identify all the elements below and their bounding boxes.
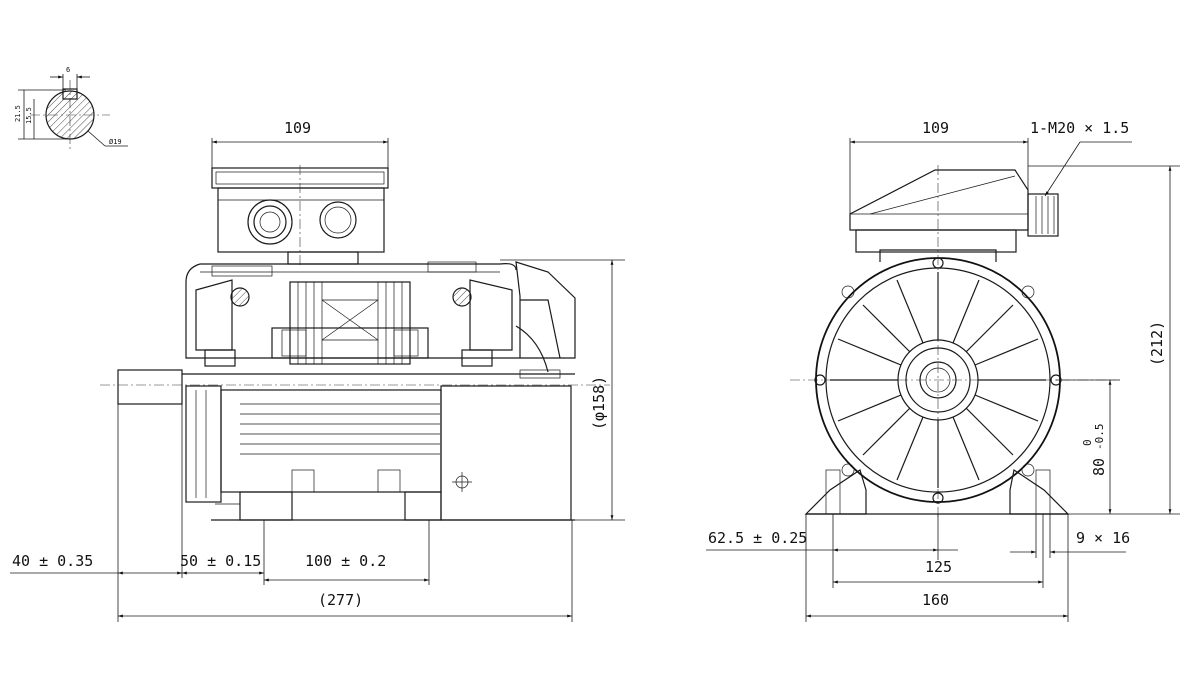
shaft-diameter-label: Ø19 [109, 138, 122, 146]
shaft-extension-label: 40 ± 0.35 [12, 552, 93, 570]
foot-hole-size-label: 9 × 16 [1076, 529, 1130, 547]
shaft-height-main-label: 80 [1090, 458, 1108, 476]
shaft-height-upper-tol-label: 0 [1081, 439, 1094, 446]
half-foot-distance-label: 62.5 ± 0.25 [708, 529, 807, 547]
overall-height-label: (212) [1148, 321, 1166, 366]
shaft-height-lower-tol-label: -0.5 [1093, 424, 1106, 451]
frame-diameter-label: (φ158) [590, 376, 608, 430]
foot-spacing-label: 100 ± 0.2 [305, 552, 386, 570]
foot-hole-spacing-label: 125 [925, 558, 952, 576]
shaft-height-2-label: 15.5 [25, 107, 33, 124]
key-width-label: 6 [66, 66, 70, 74]
overall-length-label: (277) [318, 591, 363, 609]
foot-width-label: 160 [922, 591, 949, 609]
end-view: 109 1-M20 × 1.5 (212) 80 0 -0.5 62.5 ± 0… [706, 119, 1180, 622]
end-box-width-label: 109 [922, 119, 949, 137]
side-view: 109 (φ158) 40 ± 0.35 50 ± 0.15 100 ± 0.2… [10, 119, 625, 622]
shaft-section-detail: 6 21.5 15.5 Ø19 [14, 66, 128, 150]
foot-offset-label: 50 ± 0.15 [180, 552, 261, 570]
shaft-height-1-label: 21.5 [14, 105, 22, 122]
cable-gland-label: 1-M20 × 1.5 [1030, 119, 1129, 137]
side-box-width-label: 109 [284, 119, 311, 137]
